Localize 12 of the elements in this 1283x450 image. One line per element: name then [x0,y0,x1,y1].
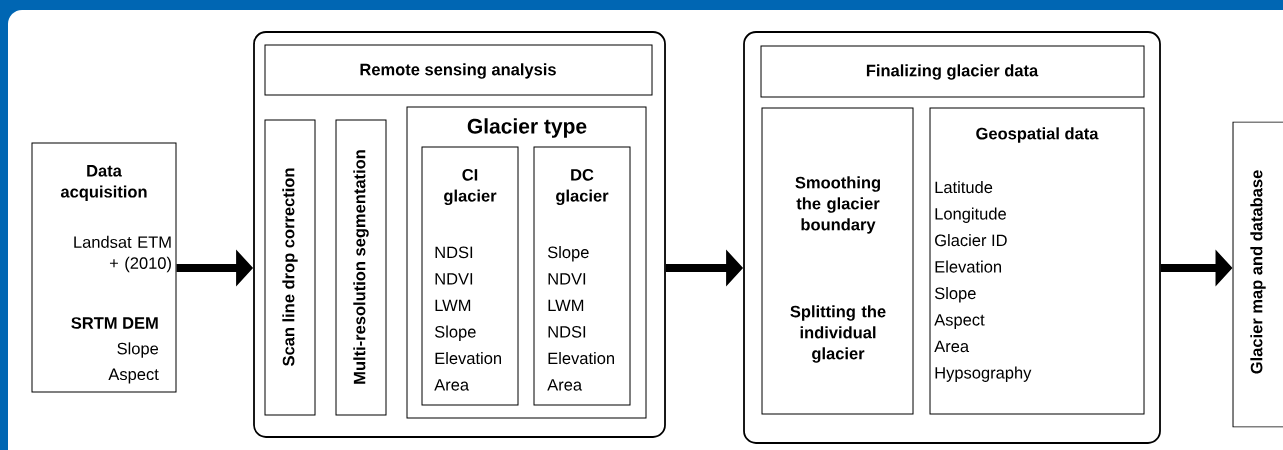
step-box: Scan line drop correction [264,119,316,416]
list-box: CI glacier NDSI NDVI LWM Slope Elevation Area [421,146,519,406]
output-box: Glacier map and database [1232,121,1283,428]
heading-box: Remote sensing analysis [264,44,653,96]
list-box: DC glacier Slope NDVI LWM NDSI Elevation Area [533,146,631,406]
step-box: Multi-resolution segmentation [335,119,387,416]
input-box: Data acquisition Landsat ETM + (2010) SRTM DEM Slope Aspect [31,142,177,393]
group-box [253,31,666,438]
step-box: Smoothing the glacier boundary Splitting the individual glacier [761,107,914,415]
heading-box: Finalizing glacier data [760,45,1145,98]
group-box [743,31,1161,444]
list-box: Geospatial data Latitude Longitude Glacier ID Elevation Slope Aspect Area Hypsography [929,107,1145,415]
